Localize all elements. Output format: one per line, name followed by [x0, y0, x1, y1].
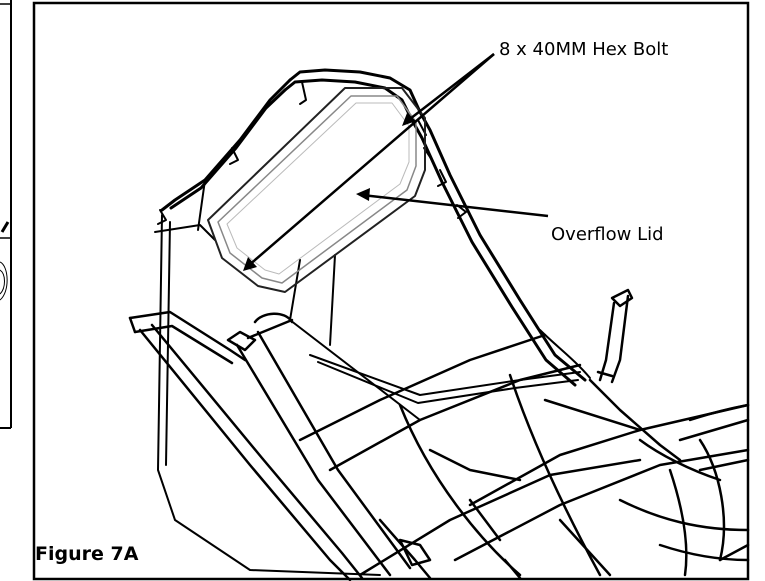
discharge-chute [298, 333, 750, 577]
bolt-callout-label: 8 x 40MM Hex Bolt [499, 39, 669, 60]
adjacent-figure-fragment [0, 0, 12, 429]
frame-legs [378, 498, 522, 580]
overflow-lid [207, 87, 426, 293]
handle-post [596, 288, 634, 384]
figure-label: Figure 7A [35, 543, 139, 565]
support-struts [128, 310, 412, 581]
figure-frame [32, 1, 750, 581]
wheel [668, 403, 750, 577]
callout-leaders [243, 53, 549, 271]
lid-callout-label: Overflow Lid [551, 224, 664, 245]
machine-illustration [128, 68, 750, 581]
